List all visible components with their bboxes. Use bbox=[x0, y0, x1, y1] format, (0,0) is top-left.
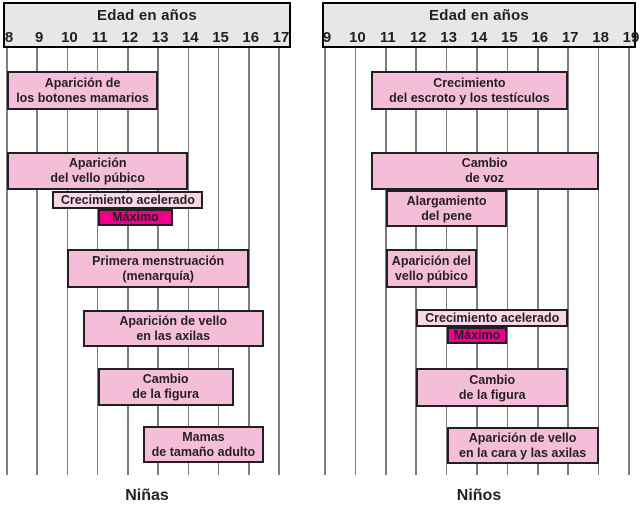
bar-label-line: Aparición bbox=[68, 156, 127, 171]
age-tick-label: 19 bbox=[622, 29, 640, 46]
age-tick-label: 13 bbox=[440, 29, 457, 46]
age-tick-label: 11 bbox=[91, 29, 108, 46]
bar-primera-menstruacion: Primera menstruación(menarquía) bbox=[67, 249, 249, 288]
bar-label-line: Máximo bbox=[112, 210, 159, 225]
age-tick-label: 11 bbox=[379, 29, 396, 46]
bar-label-line: Primera menstruación bbox=[92, 253, 225, 268]
girls-panel-label: Niñas bbox=[125, 487, 169, 504]
bar-label-line: Aparición de bbox=[44, 75, 121, 90]
bar-label-line: Crecimiento bbox=[433, 75, 506, 90]
gridline bbox=[278, 48, 280, 475]
girls-age-axis-header: Edad en años 8 9 10 11 12 13 14 15 16 17 bbox=[3, 2, 291, 48]
bar-label-line: Alargamiento bbox=[406, 193, 487, 208]
age-tick-label: 18 bbox=[592, 29, 609, 46]
bar-label-line: Aparición de vello bbox=[468, 430, 577, 445]
bar-label-line: Cambio bbox=[469, 372, 516, 387]
bar-label-line: de la figura bbox=[458, 387, 526, 402]
bar-maximo: Máximo bbox=[446, 327, 508, 344]
gridline bbox=[567, 48, 569, 475]
age-tick-label: 12 bbox=[409, 29, 427, 46]
age-tick-label: 12 bbox=[121, 29, 139, 46]
age-tick-label: 10 bbox=[349, 29, 366, 46]
age-tick-label: 14 bbox=[181, 29, 199, 46]
bar-label-line: Aparición de vello bbox=[119, 313, 228, 328]
bar-label-line: de tamaño adulto bbox=[151, 444, 256, 459]
gridline bbox=[248, 48, 250, 475]
bar-label-line: (menarquía) bbox=[122, 268, 194, 283]
bar-label-line: Mamas bbox=[182, 429, 225, 444]
gridline bbox=[628, 48, 630, 475]
gridline bbox=[476, 48, 478, 475]
boys-panel: Edad en años 9 10 11 12 13 14 15 16 17 18 19 Creci… bbox=[322, 0, 639, 513]
bar-label-line: de la figura bbox=[132, 387, 199, 401]
age-tick-label: 8 bbox=[4, 29, 14, 46]
bar-label-line: Cambio bbox=[142, 372, 189, 387]
gridline bbox=[597, 48, 600, 475]
age-tick-label: 9 bbox=[35, 29, 44, 46]
age-tick-label: 17 bbox=[561, 29, 579, 46]
gridline bbox=[6, 48, 8, 475]
age-tick-label: 16 bbox=[531, 29, 549, 46]
age-tick-label: 10 bbox=[61, 29, 78, 46]
bar-label-line: Crecimiento acelerado bbox=[60, 192, 195, 207]
bar-label-line: del escroto y los testículos bbox=[389, 90, 550, 105]
bar-label-line: Crecimiento acelerado bbox=[425, 310, 560, 325]
gridline bbox=[36, 48, 38, 475]
bar-crecimiento-acelerado: Crecimiento acelerado bbox=[416, 309, 569, 327]
boys-axis-title: Edad en años bbox=[429, 7, 529, 24]
age-tick-label: 14 bbox=[470, 29, 488, 46]
girls-panel: Edad en años 8 9 10 11 12 13 14 15 16 17 Aparició… bbox=[3, 0, 291, 513]
girls-axis-title: Edad en años bbox=[97, 7, 197, 24]
age-tick-label: 9 bbox=[322, 29, 332, 46]
gridline bbox=[324, 48, 326, 475]
gridline bbox=[354, 48, 357, 475]
bar-label-line: del pene bbox=[421, 208, 472, 223]
bar-maximo: Máximo bbox=[97, 209, 174, 226]
bar-label-line: Cambio bbox=[461, 156, 508, 171]
boys-age-axis-header: Edad en años 9 10 11 12 13 14 15 16 17 18 19 bbox=[322, 2, 639, 48]
bar-label-line: en las axilas bbox=[136, 328, 211, 343]
bar-crecimiento-acelerado: Crecimiento acelerado bbox=[52, 191, 204, 209]
age-tick-label: 15 bbox=[212, 29, 229, 46]
gridline bbox=[537, 48, 539, 475]
boys-panel-label: Niños bbox=[456, 487, 502, 504]
bar-label-line: Aparición del bbox=[391, 253, 471, 268]
gridline bbox=[506, 48, 509, 475]
bar-label-line: vello púbico bbox=[394, 268, 468, 283]
age-tick-label: 16 bbox=[242, 29, 260, 46]
bar-label-line: en la cara y las axilas bbox=[459, 445, 587, 460]
bar-label-line: de voz bbox=[465, 171, 505, 185]
bar-label-line: Máximo bbox=[453, 328, 501, 343]
age-tick-label: 15 bbox=[501, 29, 518, 46]
bar-label-line: los botones mamarios bbox=[16, 90, 149, 105]
bar-label-line: del vello púbico bbox=[50, 171, 145, 185]
age-tick-label: 13 bbox=[151, 29, 169, 46]
age-tick-label: 17 bbox=[272, 29, 290, 46]
